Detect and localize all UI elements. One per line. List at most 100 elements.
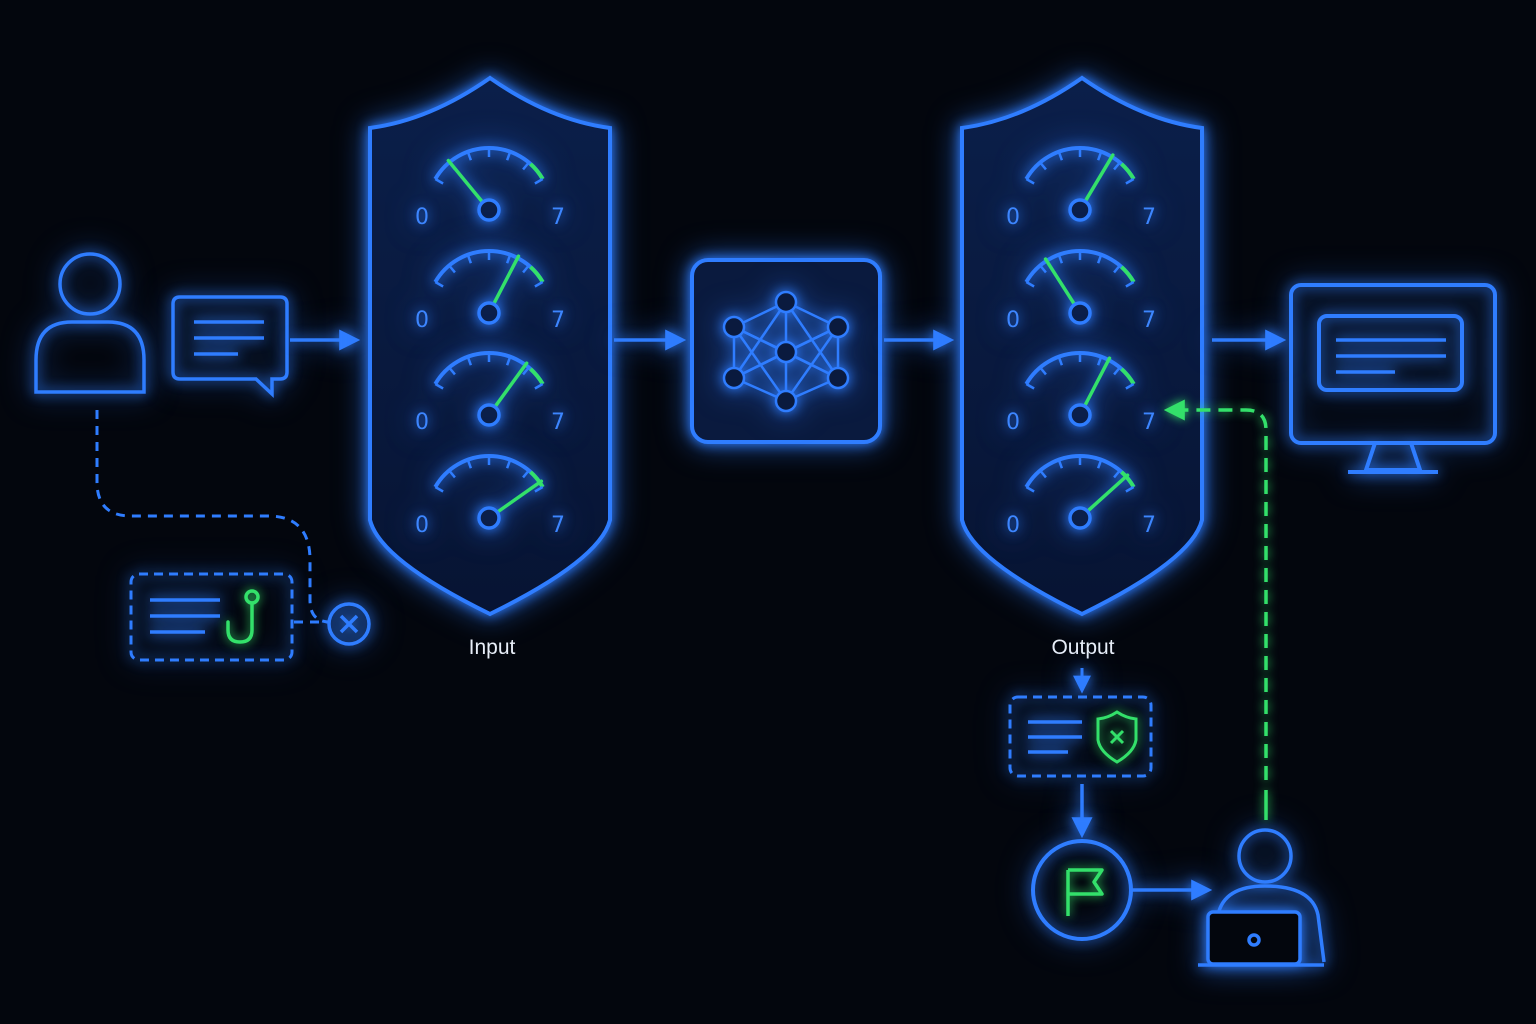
gauge-tick	[1039, 366, 1047, 376]
gauge-tick	[448, 264, 456, 274]
gauge-needle	[1083, 153, 1115, 204]
gauge-min-label: 0	[1006, 308, 1020, 333]
gauge-max-label: 7	[551, 205, 565, 230]
phishing-message-card	[129, 572, 294, 662]
flag-icon	[1066, 868, 1104, 916]
gauge-tick	[448, 469, 456, 479]
gauge-max-label: 7	[1142, 205, 1156, 230]
gauge-arc-high	[529, 162, 545, 181]
gauge-tick	[505, 151, 512, 161]
gauge-hub	[477, 506, 501, 530]
gauge-tick	[505, 254, 512, 264]
feedback-loop-arrow	[1163, 399, 1268, 820]
gauge-hub	[1068, 506, 1092, 530]
gauge-needle	[491, 254, 521, 306]
x-circle-icon	[327, 602, 371, 646]
gauge-tick	[434, 177, 444, 185]
gauge-min-label: 0	[1006, 205, 1020, 230]
gauge-tick	[534, 280, 544, 288]
gauge-tick	[1125, 177, 1135, 185]
gauge-tick	[505, 356, 512, 366]
gauge-tick	[1125, 382, 1135, 390]
gauge-tick	[1125, 280, 1135, 288]
gauge-max-label: 7	[551, 410, 565, 435]
gauge-hub	[1068, 403, 1092, 427]
gauge-tick	[434, 382, 444, 390]
shield-x-icon	[1096, 710, 1138, 764]
gauge-tick	[1096, 356, 1103, 366]
gauge-hub	[477, 198, 501, 222]
gauge-tick	[434, 485, 444, 493]
output-label: Output	[1051, 636, 1114, 659]
gauge-tick	[1113, 264, 1121, 274]
gauge-arc-high	[529, 470, 545, 489]
gauge-tick	[1096, 151, 1103, 161]
gauge-tick	[1096, 459, 1103, 469]
gauge-hub	[477, 403, 501, 427]
gauge-tick	[522, 469, 530, 479]
gauge-hub	[1068, 301, 1092, 325]
gauge-tick	[1039, 264, 1047, 274]
gauge-tick	[448, 366, 456, 376]
gauge-max-label: 7	[1142, 410, 1156, 435]
gauge-arc-high	[529, 265, 545, 284]
gauge-arc-high	[529, 367, 545, 386]
gauge-needle	[446, 158, 485, 205]
gauge-tick	[522, 264, 530, 274]
user-icon	[34, 252, 146, 394]
gauge-max-label: 7	[551, 513, 565, 538]
gauge-tick	[1025, 177, 1035, 185]
gauge-tick	[534, 382, 544, 390]
gauge-tick	[466, 151, 473, 161]
gauge-min-label: 0	[1006, 513, 1020, 538]
laptop-user-icon	[1198, 828, 1326, 967]
gauge-needle	[495, 479, 544, 514]
gauge-tick	[505, 459, 512, 469]
gauge-tick	[1057, 254, 1064, 264]
gauge-tick	[1057, 151, 1064, 161]
gauge-hub	[1068, 198, 1092, 222]
gauge-max-label: 7	[1142, 308, 1156, 333]
dashed-branch-phishing	[95, 410, 331, 624]
gauge-max-label: 7	[1142, 513, 1156, 538]
gauge-needle	[1082, 356, 1112, 408]
gauge-tick	[1096, 254, 1103, 264]
policy-violation-card	[1008, 695, 1153, 778]
gauge-min-label: 0	[415, 205, 429, 230]
gauge-needle	[493, 361, 529, 409]
gauge-tick	[1039, 161, 1047, 171]
monitor-icon	[1289, 283, 1497, 474]
neural-network-icon	[722, 290, 850, 413]
gauge-tick	[466, 356, 473, 366]
gauge-min-label: 0	[415, 410, 429, 435]
gauge-hub	[477, 301, 501, 325]
gauge-tick	[522, 366, 530, 376]
gauge-tick	[522, 161, 530, 171]
gauge-tick	[466, 254, 473, 264]
gauge-tick	[466, 459, 473, 469]
gauge-tick	[534, 177, 544, 185]
flag-circle	[1031, 839, 1133, 941]
chat-bubble-icon	[171, 295, 289, 399]
gauge-tick	[1039, 469, 1047, 479]
gauge-tick	[1113, 366, 1121, 376]
gauge-min-label: 0	[415, 308, 429, 333]
gauge-min-label: 0	[1006, 410, 1020, 435]
gauge-max-label: 7	[551, 308, 565, 333]
gauge-tick	[1025, 485, 1035, 493]
gauge-min-label: 0	[415, 513, 429, 538]
gauge-needle	[1085, 473, 1130, 514]
gauge-tick	[1025, 280, 1035, 288]
fishhook-icon	[226, 589, 260, 644]
